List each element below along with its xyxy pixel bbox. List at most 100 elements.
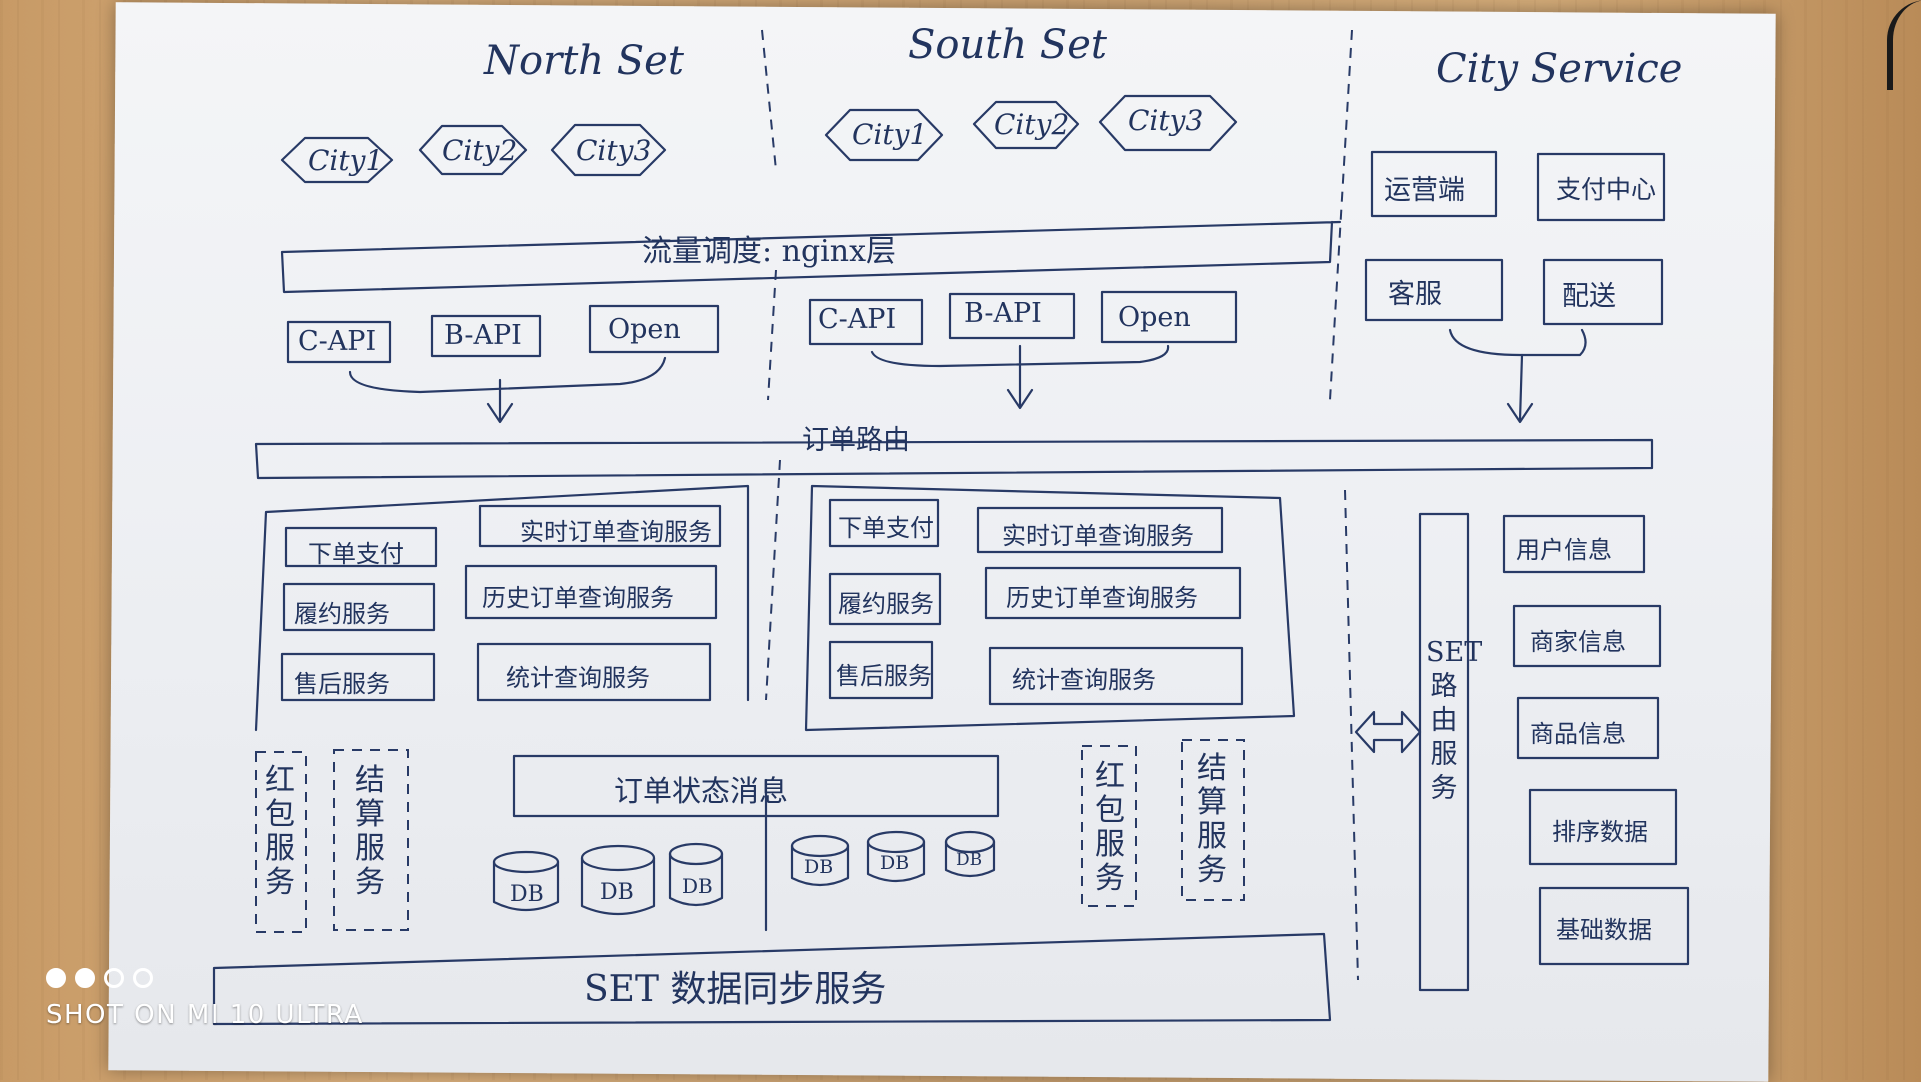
db-label: DB bbox=[804, 856, 834, 878]
south-city2-hex bbox=[972, 100, 1080, 150]
south-settle-box bbox=[1181, 739, 1245, 901]
city-arrow-head bbox=[1506, 402, 1534, 424]
south-aftersale-label: 售后服务 bbox=[836, 662, 932, 690]
nginx-layer-box bbox=[280, 220, 1342, 294]
north-services-frame bbox=[254, 484, 750, 732]
product-info-label: 商品信息 bbox=[1530, 720, 1626, 748]
db-label: DB bbox=[600, 880, 634, 905]
south-stats-label: 统计查询服务 bbox=[1012, 666, 1156, 694]
north-api-arrow-head bbox=[486, 402, 514, 424]
south-set-title: South Set bbox=[908, 22, 1107, 68]
south-fulfil-label: 履约服务 bbox=[838, 590, 934, 618]
city-pay-box bbox=[1536, 152, 1666, 222]
south-settle-label: 结算服务 bbox=[1197, 751, 1227, 888]
user-info-box bbox=[1502, 514, 1646, 574]
north-bapi-box bbox=[430, 314, 542, 358]
north-city1-hex bbox=[280, 136, 394, 184]
base-data-label: 基础数据 bbox=[1556, 916, 1652, 944]
db-label: DB bbox=[510, 882, 544, 907]
north-fulfil-box bbox=[282, 582, 436, 632]
north-bapi-label: B-API bbox=[444, 320, 522, 351]
north-aftersale-box bbox=[280, 652, 436, 702]
db-label: DB bbox=[956, 850, 983, 870]
set-router-box bbox=[1418, 512, 1470, 992]
south-api-brace bbox=[870, 344, 1170, 368]
db-label: DB bbox=[682, 874, 713, 898]
north-open-label: Open bbox=[608, 314, 681, 345]
south-open-box bbox=[1100, 290, 1238, 344]
north-set-title: North Set bbox=[484, 38, 684, 84]
south-city1-label: City1 bbox=[852, 118, 928, 151]
north-settle-box bbox=[333, 749, 409, 931]
set-router-label: SET路由服务 bbox=[1426, 637, 1483, 804]
south-db-group bbox=[790, 830, 996, 887]
watermark-text: SHOT ON MI 10 ULTRA bbox=[46, 1000, 364, 1030]
north-redpacket-box bbox=[255, 751, 307, 933]
north-city3-label: City3 bbox=[576, 134, 652, 167]
north-open-box bbox=[588, 304, 720, 354]
south-right-divider bbox=[1344, 489, 1359, 981]
base-data-box bbox=[1538, 886, 1690, 966]
north-city2-label: City2 bbox=[442, 134, 518, 167]
south-realtime-label: 实时订单查询服务 bbox=[1002, 522, 1194, 550]
south-realtime-box bbox=[976, 506, 1224, 554]
north-city1-label: City1 bbox=[308, 144, 384, 177]
north-settle-label: 结算服务 bbox=[355, 763, 385, 900]
south-city1-hex bbox=[824, 108, 944, 162]
product-info-box bbox=[1516, 696, 1660, 760]
north-redpacket-label: 红包服务 bbox=[265, 763, 295, 900]
sort-data-box bbox=[1528, 788, 1678, 866]
north-fulfil-label: 履约服务 bbox=[294, 600, 390, 628]
north-aftersale-label: 售后服务 bbox=[294, 670, 390, 698]
south-city3-hex bbox=[1098, 94, 1238, 152]
north-capi-label: C-API bbox=[298, 326, 377, 357]
city-service-title: City Service bbox=[1436, 46, 1683, 92]
south-order-pay-box bbox=[828, 498, 940, 548]
order-router-label: 订单路由 bbox=[802, 425, 910, 456]
city-brace bbox=[1448, 328, 1587, 357]
sort-data-label: 排序数据 bbox=[1552, 818, 1648, 846]
north-realtime-label: 实时订单查询服务 bbox=[520, 518, 712, 546]
merchant-info-box bbox=[1512, 604, 1662, 668]
order-router-box bbox=[254, 438, 1654, 480]
city-ops-box bbox=[1370, 150, 1498, 218]
db-label: DB bbox=[880, 852, 910, 874]
camera-watermark: SHOT ON MI 10 ULTRA bbox=[46, 968, 364, 1030]
north-history-box bbox=[464, 564, 718, 620]
order-status-msg-box bbox=[512, 754, 1000, 818]
city-cs-box bbox=[1364, 258, 1504, 322]
south-city3-label: City3 bbox=[1128, 104, 1204, 137]
north-api-brace bbox=[348, 356, 667, 394]
city-cs-label: 客服 bbox=[1388, 279, 1442, 310]
south-redpacket-label: 红包服务 bbox=[1095, 759, 1125, 896]
south-open-label: Open bbox=[1118, 302, 1191, 333]
city-delivery-label: 配送 bbox=[1562, 281, 1616, 312]
south-fulfil-box bbox=[828, 572, 942, 626]
north-order-pay-box bbox=[284, 526, 438, 568]
nginx-layer-label: 流量调度: nginx层 bbox=[642, 234, 897, 269]
south-city2-label: City2 bbox=[994, 108, 1070, 141]
north-db-group bbox=[492, 842, 724, 916]
set-data-sync-box bbox=[212, 932, 1332, 1026]
south-services-frame bbox=[804, 484, 1296, 732]
south-city-divider bbox=[1329, 29, 1353, 401]
north-history-label: 历史订单查询服务 bbox=[482, 584, 674, 612]
south-stats-box bbox=[988, 646, 1244, 706]
camera-dots-icon bbox=[46, 968, 364, 988]
user-info-label: 用户信息 bbox=[1516, 536, 1612, 564]
north-city3-hex bbox=[550, 123, 667, 177]
city-arrow-line bbox=[1518, 353, 1524, 422]
north-stats-box bbox=[476, 642, 712, 702]
city-delivery-box bbox=[1542, 258, 1664, 326]
north-south-divider-low bbox=[765, 459, 781, 701]
north-city2-hex bbox=[418, 124, 528, 176]
south-capi-box bbox=[808, 298, 924, 346]
south-bapi-label: B-API bbox=[964, 298, 1042, 329]
north-capi-box bbox=[286, 320, 392, 364]
south-capi-label: C-API bbox=[818, 304, 897, 335]
set-data-sync-label: SET 数据同步服务 bbox=[584, 969, 887, 1010]
south-bapi-box bbox=[948, 292, 1076, 340]
city-pay-label: 支付中心 bbox=[1556, 175, 1657, 204]
south-order-pay-label: 下单支付 bbox=[838, 514, 934, 542]
